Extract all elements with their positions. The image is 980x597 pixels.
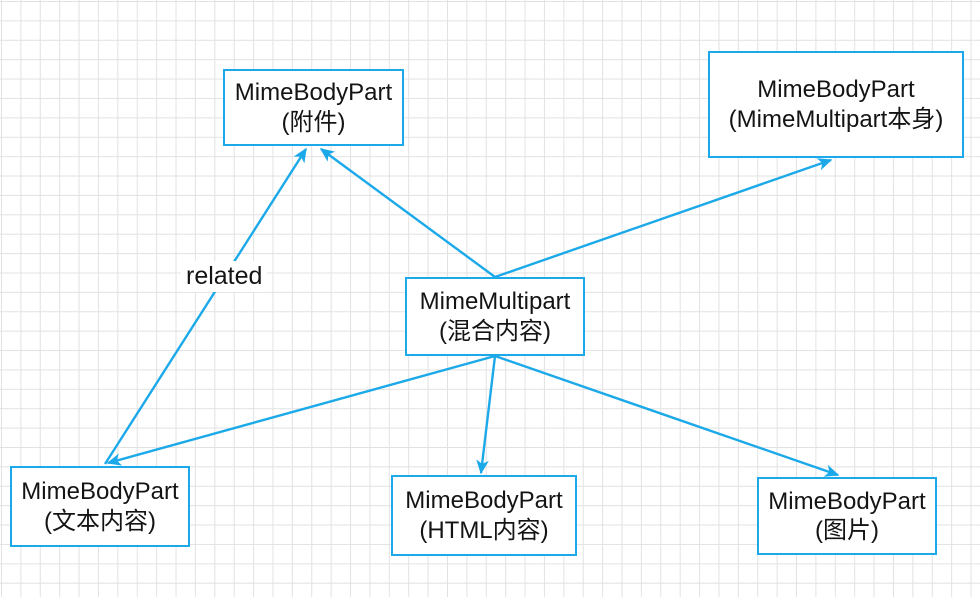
- edge-multipart-to-html-content: [476, 355, 497, 475]
- node-mimebodypart-text[interactable]: MimeBodyPart (文本内容): [10, 466, 190, 547]
- edge-multipart-to-image: [494, 354, 840, 477]
- node-mimemultipart-mixed[interactable]: MimeMultipart (混合内容): [405, 277, 585, 356]
- node-mimebodypart-image[interactable]: MimeBodyPart (图片): [757, 477, 937, 555]
- node-subtitle: (附件): [281, 108, 346, 136]
- node-title: MimeMultipart: [419, 288, 571, 316]
- node-subtitle: (混合内容): [439, 317, 551, 345]
- node-title: MimeBodyPart: [234, 79, 393, 107]
- node-title: MimeBodyPart: [21, 478, 179, 506]
- node-subtitle: (MimeMultipart本身): [728, 105, 944, 133]
- node-title: MimeBodyPart: [768, 487, 926, 515]
- node-title: MimeBodyPart: [757, 76, 915, 104]
- edge-multipart-to-multipart-self: [494, 158, 833, 279]
- node-mimebodypart-html[interactable]: MimeBodyPart (HTML内容): [391, 475, 577, 556]
- edge-multipart-to-attachment: [319, 148, 496, 278]
- node-mimebodypart-multipart-self[interactable]: MimeBodyPart (MimeMultipart本身): [708, 51, 964, 158]
- edge-label-related: related: [181, 261, 268, 292]
- edge-multipart-to-text-content: [106, 354, 496, 466]
- node-subtitle: (文本内容): [44, 507, 156, 535]
- node-subtitle: (HTML内容): [419, 516, 549, 544]
- node-mimebodypart-attachment[interactable]: MimeBodyPart (附件): [223, 69, 404, 146]
- node-subtitle: (图片): [815, 517, 879, 544]
- node-title: MimeBodyPart: [405, 487, 563, 515]
- edge-related-text-to-attachment: [103, 147, 308, 465]
